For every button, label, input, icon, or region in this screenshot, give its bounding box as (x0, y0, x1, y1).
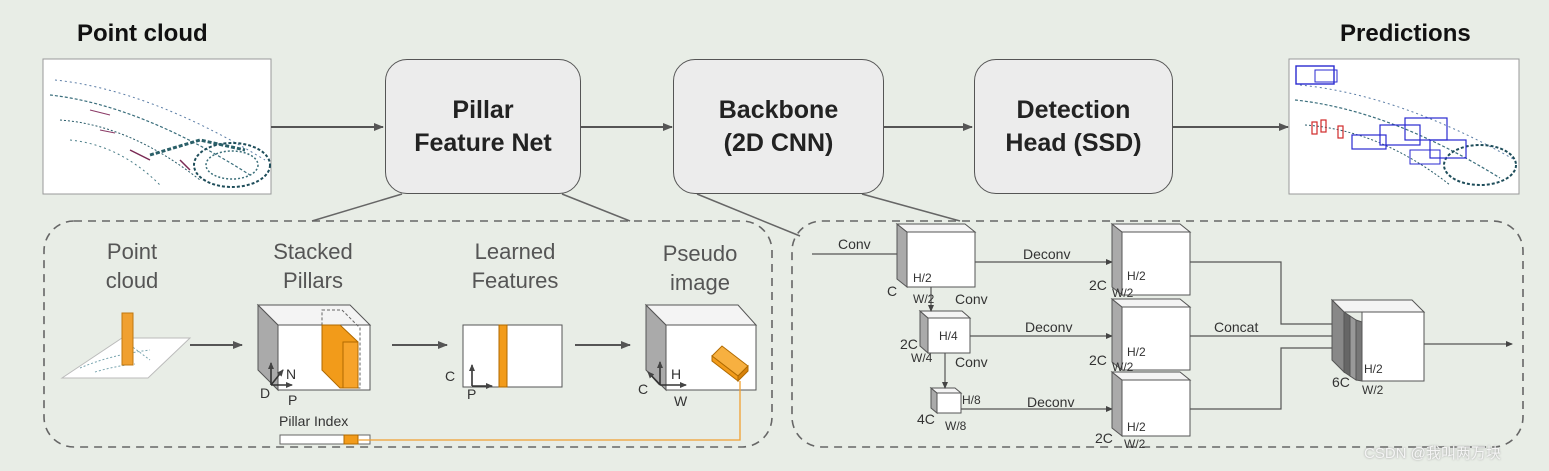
block3-w-label: W/8 (945, 419, 967, 433)
pfn-detail-panel (43, 220, 773, 448)
pfn-point-cloud-label: Point cloud (105, 239, 159, 293)
out-c-label: 6C (1332, 374, 1350, 390)
up2-c-label: 2C (1089, 352, 1107, 368)
conv2-label: Conv (955, 291, 988, 307)
axis-h-label: H (671, 366, 682, 382)
watermark: CSDN @我叫两万块 (1364, 445, 1501, 462)
block2-w-label: W/4 (911, 351, 933, 365)
block3-h-label: H/8 (962, 393, 981, 407)
up2-h-label: H/2 (1127, 345, 1146, 359)
concat-output-block (1330, 298, 1426, 382)
axis-n-label: N (286, 366, 297, 382)
backbone-detail-panel (791, 220, 1524, 448)
stacked-pillars-cube (256, 303, 372, 392)
block1-c-label: C (887, 283, 898, 299)
deconv2-label: Deconv (1025, 319, 1073, 335)
concat-label: Concat (1214, 319, 1259, 335)
backbone-box: Backbone (2D CNN) (673, 59, 884, 194)
axis-c2-label: C (638, 381, 649, 397)
axis-p-label: P (288, 392, 298, 408)
up3-c-label: 2C (1095, 430, 1113, 446)
output-header: Predictions (1340, 20, 1471, 47)
deconv3-label: Deconv (1027, 394, 1075, 410)
pfn-learned-features-label: Learned Features (471, 239, 559, 293)
backbone-conv-blocks (812, 222, 977, 415)
block3-c-label: 4C (917, 411, 935, 427)
up1-w-label: W/2 (1112, 286, 1134, 300)
axis-c-label: C (445, 368, 456, 384)
axis-w-label: W (674, 393, 688, 409)
up1-c-label: 2C (1089, 277, 1107, 293)
up1-h-label: H/2 (1127, 269, 1146, 283)
learned-features-grid (462, 324, 563, 389)
block2-c-label: 2C (900, 336, 918, 352)
up2-w-label: W/2 (1112, 360, 1134, 374)
predictions-image (1288, 58, 1520, 195)
out-h-label: H/2 (1364, 362, 1383, 376)
up3-h-label: H/2 (1127, 420, 1146, 434)
deconv1-label: Deconv (1023, 246, 1071, 262)
pillar-index-label: Pillar Index (279, 413, 349, 429)
pillar-sample-plane (60, 312, 192, 379)
out-w-label: W/2 (1362, 383, 1384, 397)
conv-in-label: Conv (838, 236, 871, 252)
block1-w-label: W/2 (913, 292, 935, 306)
block1-h-label: H/2 (913, 271, 932, 285)
backbone-upsample-blocks (1110, 222, 1192, 438)
pillar-index-bar (279, 381, 741, 445)
detection-head-box: Detection Head (SSD) (974, 59, 1173, 194)
input-point-cloud-image (42, 58, 272, 195)
input-header: Point cloud (77, 20, 208, 47)
pfn-stacked-pillars-label: Stacked Pillars (273, 239, 353, 293)
pfn-pseudo-image-label: Pseudo image (662, 241, 738, 295)
block2-h-label: H/4 (939, 329, 958, 343)
conv3-label: Conv (955, 354, 988, 370)
pseudo-image-cube (644, 303, 758, 392)
axis-p2-label: P (467, 386, 477, 402)
pillar-feature-net-box: Pillar Feature Net (385, 59, 581, 194)
axis-d-label: D (260, 385, 271, 401)
up3-w-label: W/2 (1124, 437, 1146, 451)
